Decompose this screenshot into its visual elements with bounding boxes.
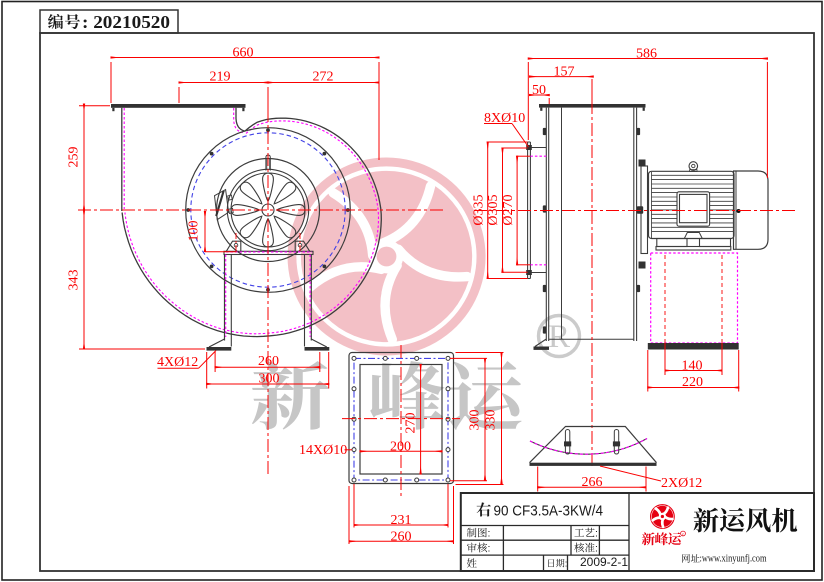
svg-text:Ø270: Ø270 — [501, 194, 516, 225]
svg-text::: : — [488, 543, 491, 555]
svg-text:272: 272 — [313, 69, 334, 84]
svg-text:140: 140 — [682, 359, 703, 374]
svg-text:343: 343 — [67, 270, 82, 291]
svg-text:231: 231 — [391, 513, 412, 528]
svg-text:R: R — [548, 319, 570, 355]
svg-text::: : — [565, 559, 568, 569]
svg-text:4XØ12: 4XØ12 — [157, 355, 198, 370]
svg-text:Ø305: Ø305 — [486, 194, 501, 225]
svg-text:14XØ10: 14XØ10 — [299, 443, 347, 458]
svg-text:8XØ10: 8XØ10 — [484, 111, 525, 126]
svg-text:260: 260 — [258, 354, 279, 369]
svg-text:100: 100 — [187, 221, 202, 242]
svg-text:266: 266 — [582, 475, 603, 490]
svg-text::: : — [595, 543, 598, 555]
svg-text:219: 219 — [210, 69, 231, 84]
svg-text:660: 660 — [233, 46, 254, 61]
svg-text:Ø335: Ø335 — [472, 194, 487, 225]
svg-text:586: 586 — [636, 47, 657, 62]
svg-text::: : — [488, 528, 491, 540]
svg-text:: 20210520: : 20210520 — [82, 12, 170, 32]
svg-text:157: 157 — [554, 65, 575, 80]
svg-text:c: c — [682, 532, 685, 537]
svg-text:330: 330 — [484, 410, 499, 431]
svg-text:300: 300 — [467, 410, 482, 431]
svg-text::www.xinyunfj.com: :www.xinyunfj.com — [700, 554, 767, 565]
svg-text:300: 300 — [259, 371, 280, 386]
svg-text:90 CF3.5A-3KW/4: 90 CF3.5A-3KW/4 — [494, 503, 604, 520]
svg-text::: : — [595, 528, 598, 540]
svg-text:200: 200 — [390, 439, 411, 454]
svg-text:260: 260 — [391, 529, 412, 544]
svg-text:2009-2-1: 2009-2-1 — [580, 555, 628, 569]
svg-text:2XØ12: 2XØ12 — [661, 476, 702, 491]
svg-text:270: 270 — [404, 413, 419, 434]
svg-text:259: 259 — [67, 147, 82, 168]
svg-text:50: 50 — [532, 83, 546, 98]
svg-text:220: 220 — [682, 375, 703, 390]
